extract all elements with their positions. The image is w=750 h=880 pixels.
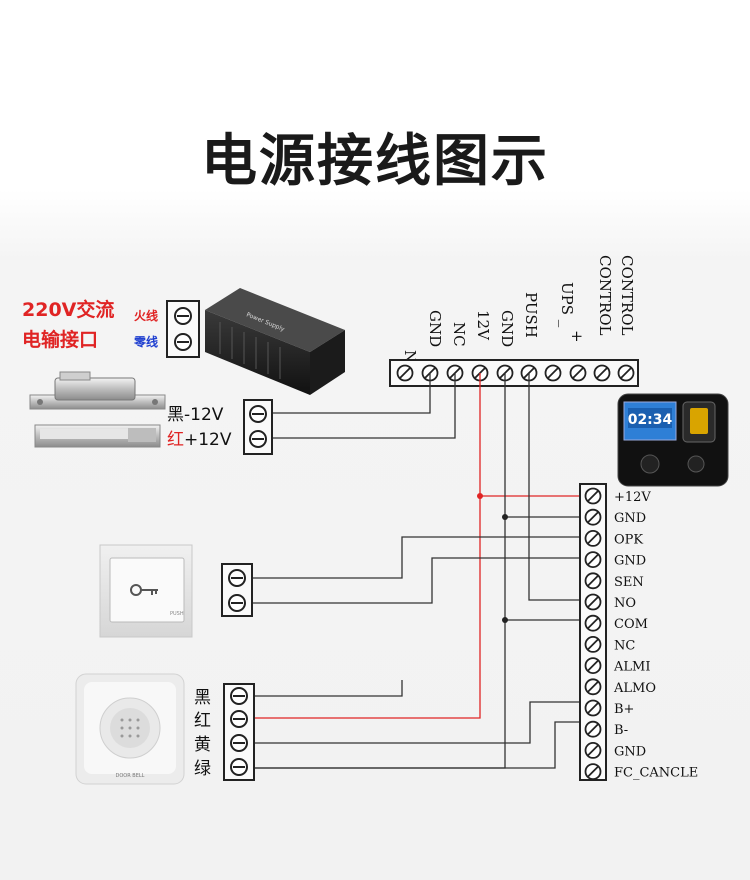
controller-terminal-label-3: OPK: [614, 532, 643, 547]
access-controller-image: 02:34: [617, 393, 729, 487]
controller-terminal-screw-7: [584, 614, 602, 632]
controller-terminal-label-4: GND: [614, 554, 646, 569]
top-label-gnd-1: GND: [426, 310, 444, 347]
controller-terminal-label-12: B-: [614, 723, 628, 738]
lock-red-wire-label: 红+12V: [167, 430, 232, 450]
controller-terminal-screw-10: [584, 678, 602, 696]
top-terminal-labels: NO GND NC 12V GND PUSH UPS _ + CONTROL C…: [401, 255, 636, 375]
doorbell-wire-green: 绿: [194, 759, 211, 779]
doorbell-wire-yellow: 黄: [194, 735, 211, 755]
controller-terminal-screw-3: [584, 530, 602, 547]
top-terminal-strip: [389, 359, 639, 387]
doorbell-terminal-block: [223, 683, 255, 781]
controller-terminal-screw-14: [584, 763, 602, 780]
top-label-control-1: CONTROL: [596, 255, 614, 335]
exit-button-terminal-block: [221, 563, 253, 617]
controller-terminal-screw-6: [584, 593, 602, 611]
controller-terminal-screw-9: [584, 657, 602, 674]
doorbell-image: DOOR BELL: [75, 673, 185, 785]
ac-terminal-block: [166, 300, 200, 358]
controller-terminal-labels: +12V GND OPK GND SEN NO COM NC ALMI ALMO B+ B- GND FC…: [613, 490, 698, 781]
controller-terminal-screw-1: [584, 487, 602, 505]
ac-label-line1: 220V交流: [22, 298, 114, 321]
top-terminal-screw-10: [617, 364, 635, 382]
controller-terminal-label-14: FC_CANCLE: [614, 766, 698, 781]
controller-terminal-label-10: ALMO: [613, 681, 656, 696]
controller-terminal-screw-8: [584, 636, 602, 653]
controller-terminal-label-2: GND: [614, 511, 646, 526]
magnetic-lock-image: [34, 424, 161, 448]
top-terminal-screw-9: [593, 364, 611, 382]
controller-terminal-screw-11: [584, 699, 602, 717]
top-label-control-2: CONTROL: [618, 255, 636, 335]
top-terminal-screw-1: [396, 364, 414, 382]
top-label-push: PUSH: [522, 292, 540, 338]
controller-terminal-screw-2: [584, 508, 602, 526]
top-label-12v: 12V: [474, 310, 492, 341]
page-title: 电源接线图示: [201, 129, 549, 194]
doorbell-wire-black: 黑: [194, 688, 211, 708]
doorbell-brand: DOOR BELL: [116, 773, 145, 779]
top-label-nc: NC: [450, 322, 468, 347]
doorbell-wire-red: 红: [194, 711, 211, 731]
neutral-wire-label: 零线: [133, 334, 158, 349]
controller-terminal-label-1: +12V: [614, 490, 651, 505]
ac-label-line2: 电输接口: [22, 328, 98, 351]
exit-button-image: PUSH: [99, 544, 193, 638]
wires: [252, 373, 590, 769]
controller-terminal-strip: [579, 483, 607, 781]
controller-terminal-screw-13: [584, 742, 602, 759]
top-label-gnd-2: GND: [498, 310, 516, 347]
controller-terminal-screw-4: [584, 551, 602, 568]
controller-terminal-label-5: SEN: [614, 575, 644, 590]
controller-terminal-label-8: NC: [614, 638, 635, 653]
controller-terminal-label-7: COM: [614, 617, 648, 632]
lock-terminal-block: [243, 399, 273, 455]
electric-bolt-lock-image: [29, 371, 166, 410]
live-wire-label: 火线: [134, 308, 158, 323]
power-supply-unit: Power Supply: [205, 288, 345, 395]
controller-terminal-label-6: NO: [614, 596, 636, 611]
controller-terminal-label-13: GND: [614, 744, 646, 759]
controller-terminal-label-11: B+: [614, 702, 634, 717]
controller-clock: 02:34: [628, 412, 673, 428]
top-label-plus: +: [568, 330, 586, 343]
exit-button-text: PUSH: [170, 611, 184, 617]
top-terminal-screw-7: [544, 364, 562, 382]
controller-terminal-screw-12: [584, 720, 602, 738]
controller-terminal-label-9: ALMI: [613, 660, 650, 675]
top-label-ups-minus: UPS _: [558, 282, 576, 328]
lock-black-wire-label: 黑-12V: [167, 405, 224, 425]
controller-terminal-screw-5: [584, 572, 602, 590]
top-terminal-screw-8: [569, 364, 587, 382]
doorbell-wire-labels: 黑 红 黄 绿: [194, 688, 211, 779]
